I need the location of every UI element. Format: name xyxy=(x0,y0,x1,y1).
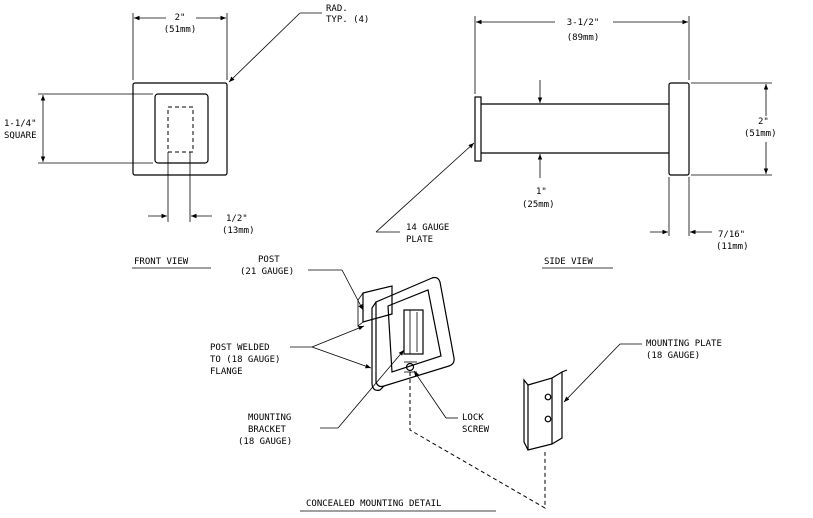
side-plate xyxy=(474,96,482,162)
front-width-mm: (51mm) xyxy=(164,25,197,35)
weld-label-3: FLANGE xyxy=(210,367,243,377)
front-view-title: FRONT VIEW xyxy=(134,257,189,267)
side-length-mm: (89mm) xyxy=(567,33,600,43)
front-height-label: SQUARE xyxy=(4,131,37,141)
side-height-mm: (51mm) xyxy=(744,129,777,139)
lock-screw xyxy=(405,362,415,372)
detail-title: CONCEALED MOUNTING DETAIL xyxy=(306,499,441,509)
side-post-dim: 1" xyxy=(536,187,547,197)
post-label-2: (21 GAUGE) xyxy=(240,267,294,277)
bracket-label-1: MOUNTING xyxy=(248,413,291,423)
detail-post xyxy=(362,285,393,323)
plate-label-1: MOUNTING PLATE xyxy=(646,339,722,349)
bracket-label-2: BRACKET xyxy=(248,425,287,435)
side-flange-dim: 7/16" xyxy=(718,230,745,240)
detail-mounting-plate xyxy=(527,377,553,451)
post-label-1: POST xyxy=(258,255,280,265)
front-height-dim: 1-1/4" xyxy=(4,119,37,129)
front-view: 2" (51mm) RAD. TYP. (4) 1-1/4" SQUARE 1/… xyxy=(4,4,369,269)
alignment-line xyxy=(409,372,546,509)
weld-label-2: TO (18 GAUGE) xyxy=(210,355,280,365)
front-width-dim: 2" xyxy=(175,13,186,23)
detail-flange-outer xyxy=(375,276,455,388)
radius-leader xyxy=(228,12,301,83)
detail-flange-inner xyxy=(387,289,442,373)
radius-label: RAD. xyxy=(326,4,348,14)
side-flange xyxy=(668,82,690,176)
weld-label-1: POST WELDED xyxy=(210,343,270,353)
front-flange-outline xyxy=(132,82,228,176)
plate-label-2: (18 GAUGE) xyxy=(646,351,700,361)
plate-hole-top xyxy=(544,393,552,401)
side-view: 3-1/2" (89mm) 2" (51mm) 1" (25mm) 14 GAU… xyxy=(375,14,778,269)
detail-bracket xyxy=(403,309,424,355)
side-plate-label-2: PLATE xyxy=(406,235,433,245)
side-flange-mm: (11mm) xyxy=(716,242,749,252)
lock-label-2: SCREW xyxy=(462,425,490,435)
side-length-dim: 3-1/2" xyxy=(567,18,600,28)
plate-leader xyxy=(375,142,475,233)
bracket-label-3: (18 GAUGE) xyxy=(238,437,292,447)
radius-typ-label: TYP. (4) xyxy=(326,15,369,25)
front-post-dim: 1/2" xyxy=(226,214,248,224)
front-post-outline xyxy=(154,93,209,164)
front-post-mm: (13mm) xyxy=(222,226,255,236)
lock-label-1: LOCK xyxy=(462,413,484,423)
side-height-dim: 2" xyxy=(758,117,769,127)
front-hidden-bracket xyxy=(167,106,194,153)
mounting-detail: POST (21 GAUGE) POST WELDED TO (18 GAUGE… xyxy=(210,255,722,512)
side-post-mm: (25mm) xyxy=(522,200,555,210)
plate-hole-bottom xyxy=(544,415,552,423)
side-view-title: SIDE VIEW xyxy=(544,257,593,267)
side-plate-label-1: 14 GAUGE xyxy=(406,223,449,233)
